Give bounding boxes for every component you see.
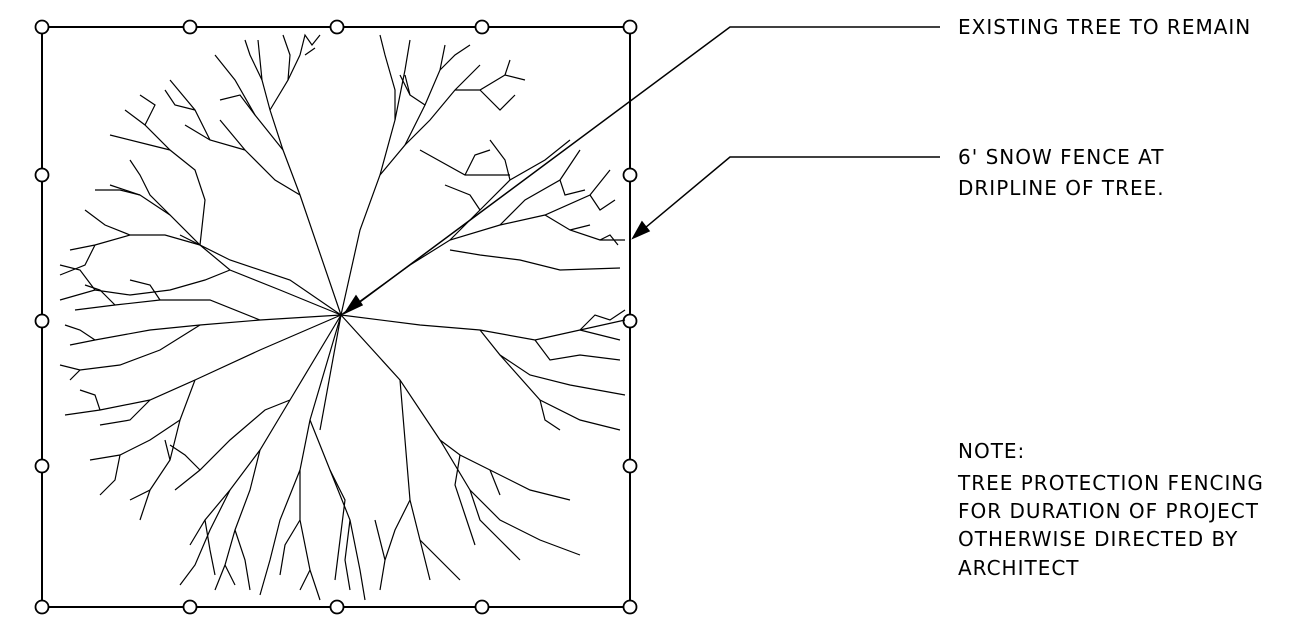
leader-snow-fence bbox=[631, 156, 940, 240]
leader-line bbox=[632, 156, 940, 239]
fence-posts bbox=[34, 19, 638, 615]
fence-post bbox=[34, 167, 50, 183]
fence-post bbox=[622, 313, 638, 329]
fence-post bbox=[474, 19, 490, 35]
note-title: NOTE: bbox=[958, 439, 1025, 463]
fence-post bbox=[34, 19, 50, 35]
fence-post bbox=[622, 599, 638, 615]
fence-post bbox=[34, 458, 50, 474]
fence-post bbox=[329, 599, 345, 615]
label-existing-tree: EXISTING TREE TO REMAIN bbox=[958, 15, 1251, 39]
fence-post bbox=[622, 19, 638, 35]
fence-post bbox=[622, 458, 638, 474]
note-line: ARCHITECT bbox=[958, 556, 1080, 580]
note-line: FOR DURATION OF PROJECT bbox=[958, 499, 1259, 523]
label-fence-line1: 6' SNOW FENCE AT bbox=[958, 145, 1165, 169]
fence-post bbox=[622, 167, 638, 183]
label-fence-line2: DRIPLINE OF TREE. bbox=[958, 176, 1165, 200]
leader-line bbox=[344, 26, 940, 314]
fence-post bbox=[474, 599, 490, 615]
arrowhead bbox=[342, 294, 364, 315]
fence-post bbox=[34, 599, 50, 615]
fence-post bbox=[182, 19, 198, 35]
fence-post bbox=[182, 599, 198, 615]
leader-existing-tree bbox=[342, 26, 940, 315]
fence-post bbox=[329, 19, 345, 35]
fence-post bbox=[34, 313, 50, 329]
arrowhead bbox=[631, 220, 651, 240]
note-line: OTHERWISE DIRECTED BY bbox=[958, 527, 1238, 551]
note-line: TREE PROTECTION FENCING bbox=[957, 471, 1264, 495]
tree-symbol bbox=[59, 33, 626, 601]
